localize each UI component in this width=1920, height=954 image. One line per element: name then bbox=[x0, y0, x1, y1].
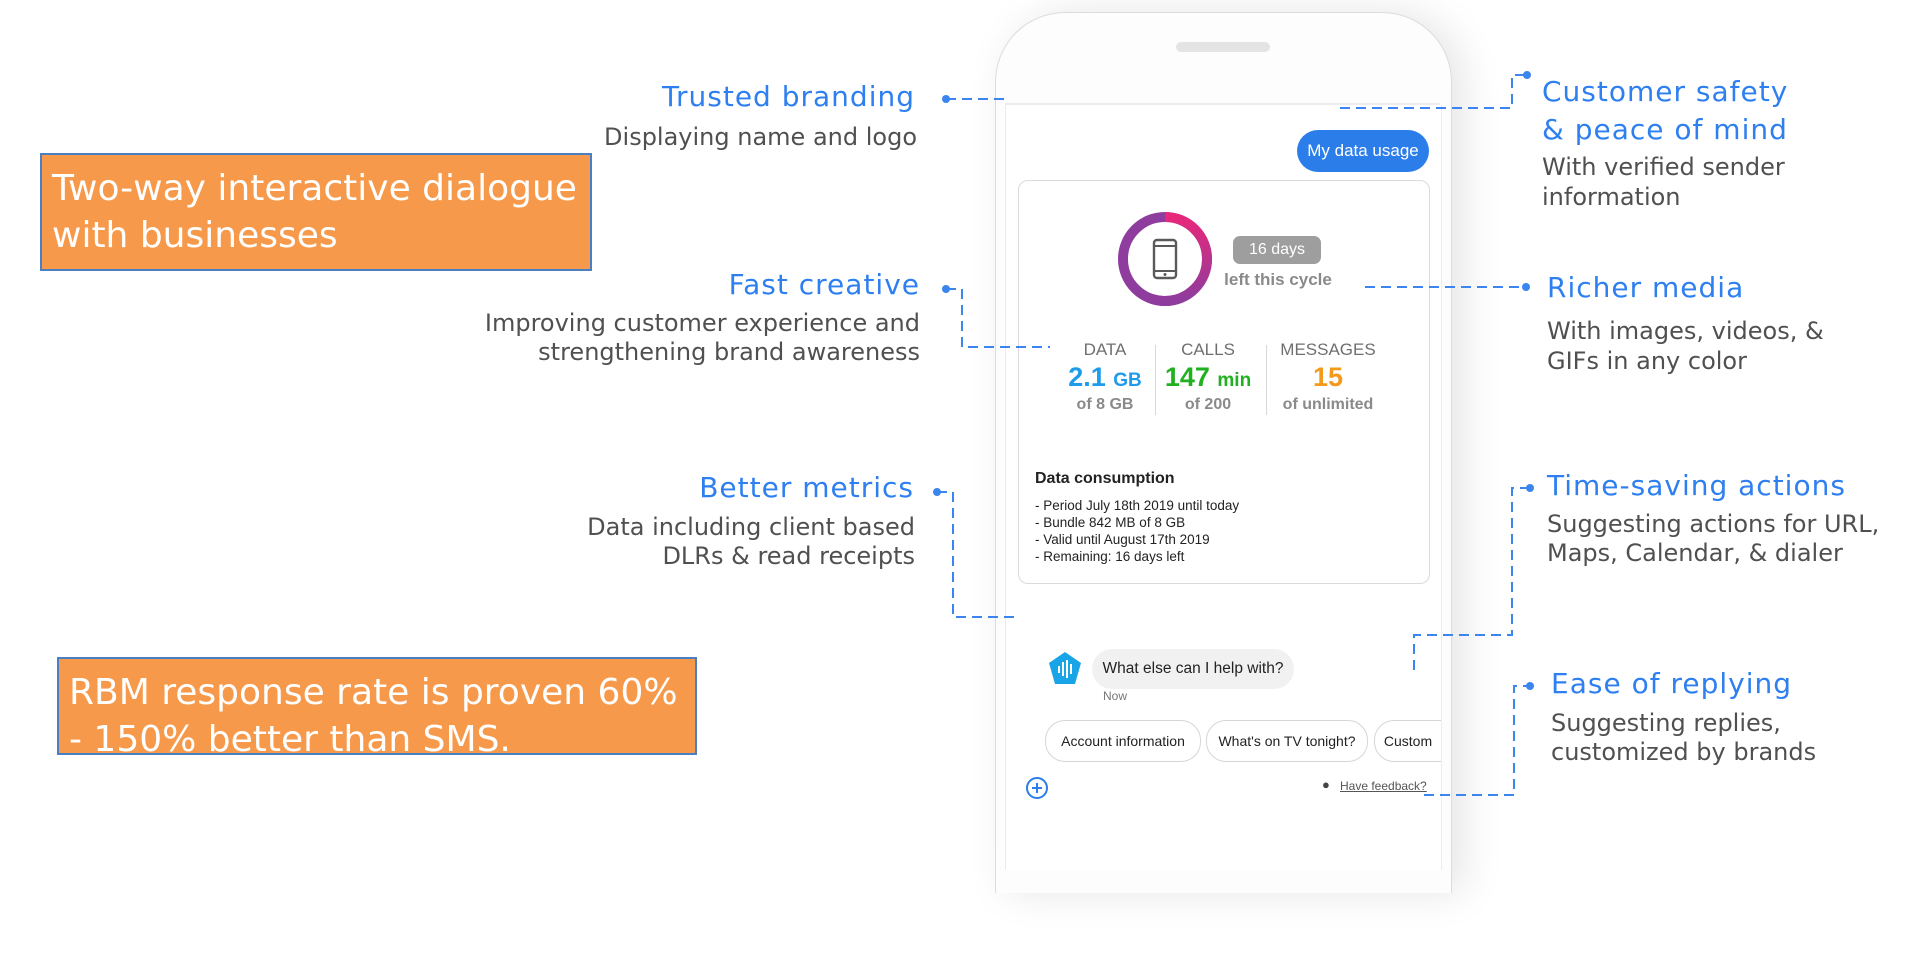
user-message-chip[interactable]: My data usage bbox=[1297, 130, 1429, 172]
data-stat-value: 2.1 GB bbox=[1045, 362, 1165, 393]
feedback-link[interactable]: Have feedback? bbox=[1340, 779, 1427, 793]
trusted-branding-desc: Displaying name and logo bbox=[604, 123, 917, 151]
consumption-line: - Remaining: 16 days left bbox=[1035, 549, 1185, 564]
calls-stat-number: 147 bbox=[1164, 362, 1210, 392]
cycle-progress-ring bbox=[1118, 212, 1212, 306]
fast-creative-desc-2: strengthening brand awareness bbox=[538, 338, 920, 366]
suggestion-chip-custom[interactable]: Custom bbox=[1374, 720, 1441, 762]
better-metrics-desc-2: DLRs & read receipts bbox=[662, 542, 915, 570]
consumption-line: - Valid until August 17th 2019 bbox=[1035, 532, 1210, 547]
ease-replying-desc-1: Suggesting replies, bbox=[1551, 709, 1781, 737]
trusted-branding-title: Trusted branding bbox=[662, 80, 915, 113]
consumption-title: Data consumption bbox=[1035, 470, 1175, 487]
connector-fast-creative bbox=[946, 288, 1050, 348]
connector-dot bbox=[1526, 682, 1534, 690]
richer-media-desc-1: With images, videos, & bbox=[1547, 317, 1824, 345]
customer-safety-desc: With verified sender information bbox=[1542, 153, 1785, 211]
connector-customer-safety bbox=[1340, 74, 1527, 109]
data-stat-number: 2.1 bbox=[1068, 362, 1106, 392]
connector-dot bbox=[1523, 71, 1531, 79]
connector-dot bbox=[1526, 484, 1534, 492]
connector-ease-replying bbox=[1424, 685, 1530, 796]
suggestion-chip-tv[interactable]: What's on TV tonight? bbox=[1206, 720, 1368, 762]
calls-stat-unit: min bbox=[1217, 370, 1252, 391]
bot-avatar-icon bbox=[1049, 652, 1081, 684]
connector-dot bbox=[933, 488, 941, 496]
app-bar-divider bbox=[1005, 103, 1440, 105]
messages-stat-label: MESSAGES bbox=[1280, 340, 1376, 359]
bot-message-bubble: What else can I help with? bbox=[1092, 649, 1294, 689]
consumption-line: - Period July 18th 2019 until today bbox=[1035, 498, 1240, 513]
stat-divider bbox=[1266, 345, 1267, 415]
rbm-response-rate-callout: RBM response rate is proven 60% - 150% b… bbox=[57, 657, 697, 760]
message-timestamp: Now bbox=[1103, 689, 1128, 703]
add-attachment-icon[interactable] bbox=[1025, 776, 1049, 800]
messages-stat-value: 15 bbox=[1268, 362, 1388, 393]
messages-stat-sub: of unlimited bbox=[1282, 396, 1374, 413]
ease-replying-title: Ease of replying bbox=[1551, 667, 1792, 700]
ease-replying-desc-2: customized by brands bbox=[1551, 738, 1817, 766]
messages-stat-number: 15 bbox=[1312, 362, 1344, 392]
days-remaining-badge: 16 days bbox=[1233, 236, 1321, 264]
suggestion-chip-account[interactable]: Account information bbox=[1045, 720, 1201, 762]
time-saving-desc-2: Maps, Calendar, & dialer bbox=[1547, 539, 1843, 567]
consumption-line: - Bundle 842 MB of 8 GB bbox=[1035, 515, 1186, 530]
better-metrics-title: Better metrics bbox=[699, 471, 914, 504]
paw-icon: ● bbox=[1322, 777, 1330, 792]
richer-media-title: Richer media bbox=[1547, 271, 1745, 304]
two-way-dialogue-text: Two-way interactive dialogue with busine… bbox=[52, 168, 577, 256]
connector-time-saving bbox=[1413, 487, 1530, 670]
better-metrics-desc-1: Data including client based bbox=[587, 513, 915, 541]
rbm-response-rate-text: RBM response rate is proven 60% - 150% b… bbox=[69, 672, 678, 760]
data-stat-unit: GB bbox=[1113, 370, 1142, 391]
time-saving-desc-1: Suggesting actions for URL, bbox=[1547, 510, 1880, 538]
calls-stat-sub: of 200 bbox=[1184, 396, 1232, 413]
connector-dot bbox=[1522, 283, 1530, 291]
phone-speaker bbox=[1176, 42, 1270, 52]
two-way-dialogue-callout: Two-way interactive dialogue with busine… bbox=[40, 153, 592, 271]
richer-media-desc-2: GIFs in any color bbox=[1547, 347, 1747, 375]
data-stat-label: DATA bbox=[1083, 340, 1127, 359]
fast-creative-title: Fast creative bbox=[728, 268, 920, 301]
customer-safety-title-1: Customer safety bbox=[1542, 75, 1789, 108]
stat-divider bbox=[1155, 345, 1156, 415]
smartphone-icon bbox=[1152, 238, 1178, 280]
connector-dot bbox=[942, 285, 950, 293]
days-remaining-caption: left this cycle bbox=[1224, 270, 1332, 289]
calls-stat-label: CALLS bbox=[1181, 340, 1235, 359]
data-usage-card bbox=[1018, 180, 1430, 584]
calls-stat-value: 147 min bbox=[1148, 362, 1268, 393]
connector-better-metrics bbox=[937, 491, 1015, 618]
fast-creative-desc-1: Improving customer experience and bbox=[484, 309, 920, 337]
customer-safety-title-2: & peace of mind bbox=[1542, 113, 1788, 146]
time-saving-title: Time-saving actions bbox=[1547, 469, 1846, 502]
connector-dot bbox=[942, 95, 950, 103]
data-stat-sub: of 8 GB bbox=[1076, 396, 1134, 413]
